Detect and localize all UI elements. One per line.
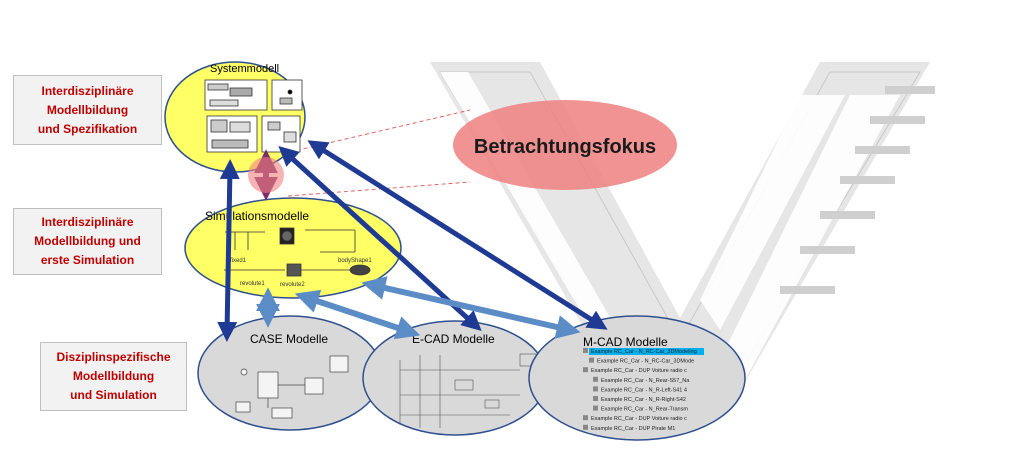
tree-item[interactable]: Example RC_Car - N_Rear-Transm <box>601 407 688 413</box>
tree-item[interactable]: Example RC_Car - N_R-Right-S42 <box>601 397 686 403</box>
sim-label-revolute1: revolute1 <box>240 281 265 287</box>
sim-label-revolute2: revolute2 <box>280 282 305 288</box>
tree-item[interactable]: Example RC_Car - N_R-Left-S41 4 <box>601 387 687 393</box>
arrow-sim-mcad <box>361 276 581 339</box>
tree-item[interactable]: Example RC_Car - DUP Pirate M1 <box>591 426 675 432</box>
connection-focus-dot <box>248 157 284 193</box>
tree-node-icon <box>593 396 598 401</box>
level-label-specification: Interdisziplinäre Modellbildung und Spez… <box>13 75 162 145</box>
level-label-discipline-specific: Disziplinspezifische Modellbildung und S… <box>40 342 187 411</box>
system-model-title: Systemmodell <box>210 63 279 75</box>
case-model-title: CASE Modelle <box>250 332 328 346</box>
tree-item[interactable]: Example RC_Car - N_RC-Car_3DModeling <box>591 349 697 355</box>
tree-node-icon <box>593 376 598 382</box>
tree-node-icon <box>583 348 588 353</box>
tree-node-icon <box>583 415 588 421</box>
focus-label: Betrachtungsfokus <box>474 136 656 158</box>
ecad-model: E-CAD Modelle <box>362 320 548 436</box>
level-label-first-simulation-text: Interdisziplinäre Modellbildung und erst… <box>34 215 141 267</box>
tree-node-icon <box>583 367 588 373</box>
ecad-model-title: E-CAD Modelle <box>412 332 495 346</box>
tree-node-icon <box>589 357 594 363</box>
simulation-model: Simulationsmodelle fixed1 revolute1 revo… <box>184 197 402 299</box>
tree-node-icon <box>593 405 598 411</box>
tree-item[interactable]: Example RC_Car - N_Rear-S57_Na <box>601 378 690 384</box>
mcad-model: M-CAD Modelle Example RC_Car - N_RC-Car_… <box>528 315 746 441</box>
system-model: Systemmodell <box>164 61 306 173</box>
tree-item[interactable]: Example RC_Car - DUP Voiture radio c <box>591 416 687 422</box>
level-label-specification-text: Interdisziplinäre Modellbildung und Spez… <box>37 83 138 136</box>
tree-node-icon <box>583 424 588 430</box>
arrows <box>217 140 608 342</box>
case-model: CASE Modelle <box>197 315 383 431</box>
arrow-system-case <box>217 159 240 342</box>
level-label-first-simulation: Interdisziplinäre Modellbildung und erst… <box>13 208 162 275</box>
sim-label-fixed: fixed1 <box>230 258 247 264</box>
level-label-discipline-specific-text: Disziplinspezifische Modellbildung und S… <box>56 350 171 402</box>
tree-item[interactable]: Example RC_Car - N_RC-Car_3DMode <box>597 359 694 365</box>
sim-label-body: bodyShape1 <box>338 258 372 264</box>
tree-item[interactable]: Example RC_Car - DUP Voiture radio c <box>591 368 687 374</box>
tree-node-icon <box>593 386 598 392</box>
mcad-tree: Example RC_Car - N_RC-Car_3DModelingExam… <box>583 348 697 432</box>
simulation-model-title: Simulationsmodelle <box>205 209 309 223</box>
mcad-model-title: M-CAD Modelle <box>583 335 668 349</box>
